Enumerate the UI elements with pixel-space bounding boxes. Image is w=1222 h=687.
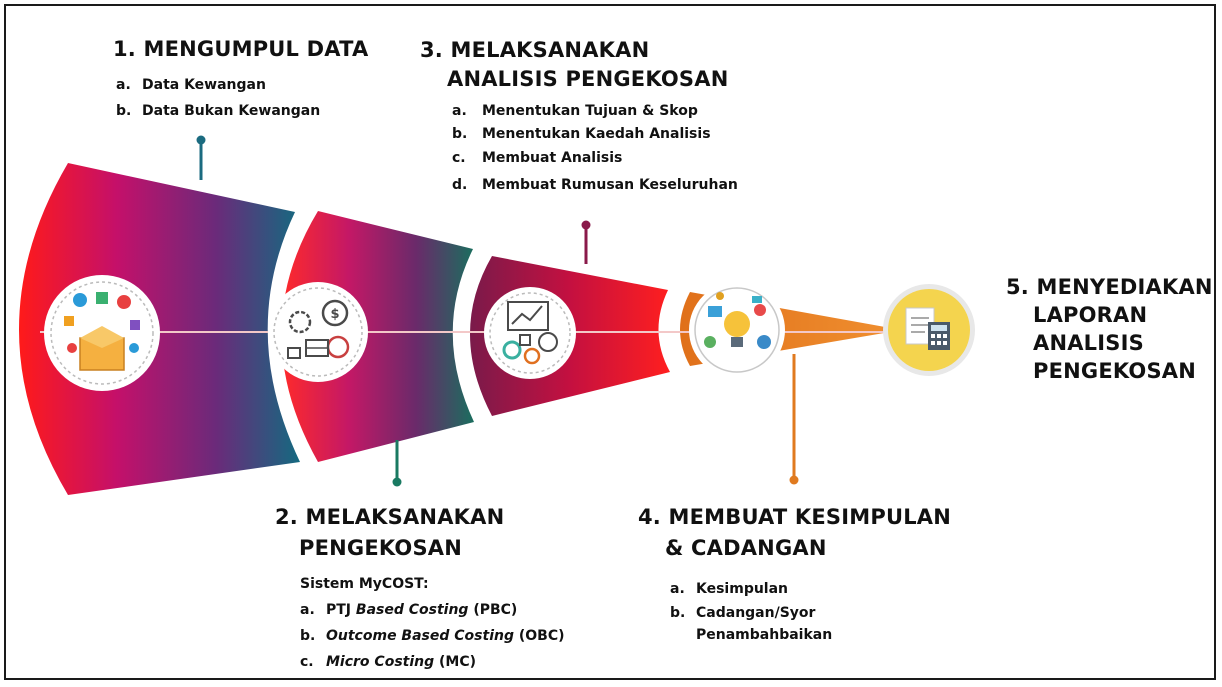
step-3-item-d: d. Membuat Rumusan Keseluruhan (452, 172, 738, 198)
step-3-title-line2: ANALISIS PENGEKOSAN (447, 67, 729, 91)
step-4-item-b-label: b. (670, 605, 686, 621)
step-5-title-line1: 5. MENYEDIAKAN (1006, 275, 1213, 299)
step-2-item-b-label: b. (300, 628, 316, 644)
step-1-item-b-text: Data Bukan Kewangan (142, 103, 321, 119)
step-4-item-a-label: a. (670, 581, 685, 597)
step-3-item-b-label: b. (452, 126, 468, 142)
step-2-item-a-italic: Based Costing (355, 602, 469, 618)
step-5-title-line3: ANALISIS (1033, 331, 1144, 355)
step-2-title-line2: PENGEKOSAN (299, 536, 463, 560)
report-calculator-icon (883, 284, 975, 376)
connector-2 (392, 440, 402, 487)
step-2-item-a-post: (PBC) (468, 602, 518, 618)
step-3-item-c: c. Membuat Analisis (452, 145, 622, 171)
step-2-item-c-label: c. (300, 654, 314, 670)
step-2-system-label: Sistem MyCOST: (300, 576, 429, 592)
step-3-title-line1: 3. MELAKSANAKAN (420, 38, 650, 62)
step-1-item-a-label: a. (116, 77, 131, 93)
step-3-item-b: b. Menentukan Kaedah Analisis (452, 121, 711, 147)
svg-text:$: $ (330, 307, 339, 322)
lightbulb-idea-icon (689, 282, 785, 378)
step-1-item-b-label: b. (116, 103, 132, 119)
step-4-item-a: a. Kesimpulan (670, 576, 788, 602)
step-2-item-a: a. PTJ Based Costing (PBC) (300, 597, 517, 623)
step-2-item-a-pre: PTJ (326, 602, 356, 618)
step-3-item-a-text: Menentukan Tujuan & Skop (482, 103, 698, 119)
step-4-title-line1: 4. MEMBUAT KESIMPULAN (638, 505, 952, 529)
costing-gears-icon: $ (268, 282, 368, 382)
step-1-item-b: b. Data Bukan Kewangan (116, 98, 320, 124)
connector-4 (789, 354, 799, 485)
step-1-item-a-text: Data Kewangan (142, 77, 266, 93)
step-2-title-line1: 2. MELAKSANAKAN (275, 505, 505, 529)
step-3-item-a: a. Menentukan Tujuan & Skop (452, 98, 698, 124)
step-4-item-b: b. Cadangan/Syor (670, 600, 815, 626)
step-4-item-b-line2: Penambahbaikan (696, 627, 833, 643)
step-5-title-line2: LAPORAN (1033, 303, 1148, 327)
step-2-item-b: b. Outcome Based Costing (OBC) (300, 623, 565, 649)
step-2-item-b-post: (OBC) (513, 628, 565, 644)
connector-1 (196, 135, 206, 180)
diagram-frame (4, 4, 1216, 680)
step-3-item-c-text: Membuat Analisis (482, 150, 623, 166)
step-3-item-c-label: c. (452, 150, 466, 166)
step-5-title-line4: PENGEKOSAN (1033, 359, 1197, 383)
connector-3 (581, 220, 591, 264)
step-2-item-c: c. Micro Costing (MC) (300, 649, 476, 675)
step-2-item-b-italic: Outcome Based Costing (326, 628, 514, 644)
step-2-item-c-italic: Micro Costing (326, 654, 435, 670)
step-1-title: 1. MENGUMPUL DATA (113, 37, 369, 61)
step-2-item-a-label: a. (300, 602, 315, 618)
step-3-item-b-text: Menentukan Kaedah Analisis (482, 126, 711, 142)
analysis-chart-icon (484, 287, 576, 379)
step-3-item-a-label: a. (452, 103, 467, 119)
step-3-item-d-label: d. (452, 177, 468, 193)
step-4-item-b-text: Cadangan/Syor (696, 605, 816, 621)
step-2-item-c-post: (MC) (434, 654, 477, 670)
step-1-item-a: a. Data Kewangan (116, 72, 266, 98)
step-4-item-a-text: Kesimpulan (696, 581, 789, 597)
gift-box-icons-icon (44, 275, 160, 391)
segment-2-shape (281, 211, 474, 462)
step-4-title-line2: & CADANGAN (665, 536, 827, 560)
step-3-item-d-text: Membuat Rumusan Keseluruhan (482, 177, 738, 193)
